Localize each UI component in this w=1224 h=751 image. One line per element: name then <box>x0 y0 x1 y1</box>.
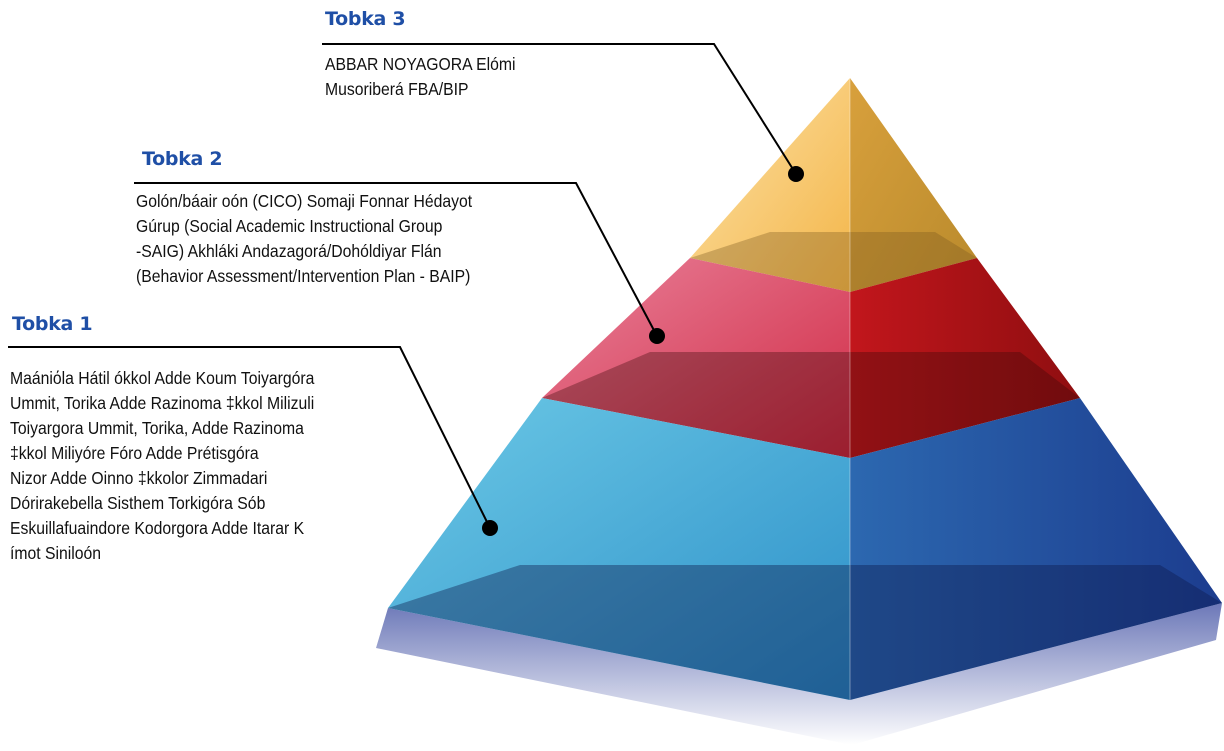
tier2-heading: Tobka 2 <box>142 148 223 170</box>
pyramid-bottom-tier-left-face <box>388 398 850 700</box>
tier1-line: Dórirakebella Sisthem Torkigóra Sób <box>10 493 266 513</box>
tier2-leader-line <box>134 182 658 337</box>
tier1-leader-line <box>8 346 491 529</box>
tier2-line: (Behavior Assessment/Intervention Plan -… <box>136 266 471 286</box>
pyramid-base-shadow <box>376 603 1222 745</box>
tier3-leader-line <box>322 43 797 175</box>
tier1-line: ‡kkol Miliyóre Fóro Adde Prétisgóra <box>10 443 259 463</box>
tier3-heading: Tobka 3 <box>325 8 406 30</box>
pyramid-top-tier-inner-shadow <box>690 232 977 292</box>
tier1-line: ímot Siniloón <box>10 543 102 563</box>
tier1-line: Toiyargora Ummit, Torika, Adde Razinoma <box>10 418 304 438</box>
tier1-heading: Tobka 1 <box>12 313 93 335</box>
tier1-marker-dot <box>482 520 498 536</box>
tier3-line: Musoriberá FBA/BIP <box>325 79 469 99</box>
pyramid-bottom-tier-right-face <box>850 398 1222 700</box>
tier2-line: -SAIG) Akhláki Andazagorá/Dohóldiyar Flá… <box>136 241 442 261</box>
tier2-line: Golón/báair oón (CICO) Somaji Fonnar Héd… <box>136 191 473 211</box>
pyramid-middle-tier-inner-shadow <box>542 352 1080 458</box>
tier1-line: Ummit, Torika Adde Razinoma ‡kkol Milizu… <box>10 393 315 413</box>
pyramid-top-tier-left-face <box>690 78 850 292</box>
tier1-line: Maániόla Hátil ókkol Adde Koum Toiyargór… <box>10 368 315 388</box>
tier3-line: ABBAR NOYAGORA Elómi <box>325 54 516 74</box>
tier2-marker-dot <box>649 328 665 344</box>
pyramid-top-tier-right-face <box>850 78 977 292</box>
pyramid-middle-tier-left-face <box>542 258 850 458</box>
tier1-description: Maániόla Hátil ókkol Adde Koum Toiyargór… <box>10 366 314 566</box>
tier3-description: ABBAR NOYAGORA Elómi Musoriberá FBA/BIP <box>325 52 516 102</box>
tier2-line: Gúrup (Social Academic Instructional Gro… <box>136 216 443 236</box>
tier2-description: Golón/báair oón (CICO) Somaji Fonnar Héd… <box>136 189 472 289</box>
pyramid-middle-tier-right-face <box>850 258 1080 458</box>
tier1-line: Eskuillafuaindore Kodorgora Adde Itarar … <box>10 518 305 538</box>
tier1-line: Nizor Adde Oinno ‡kkolor Zimmadari <box>10 468 268 488</box>
pyramid-bottom-tier-inner-shadow <box>388 565 1222 700</box>
tier3-marker-dot <box>788 166 804 182</box>
